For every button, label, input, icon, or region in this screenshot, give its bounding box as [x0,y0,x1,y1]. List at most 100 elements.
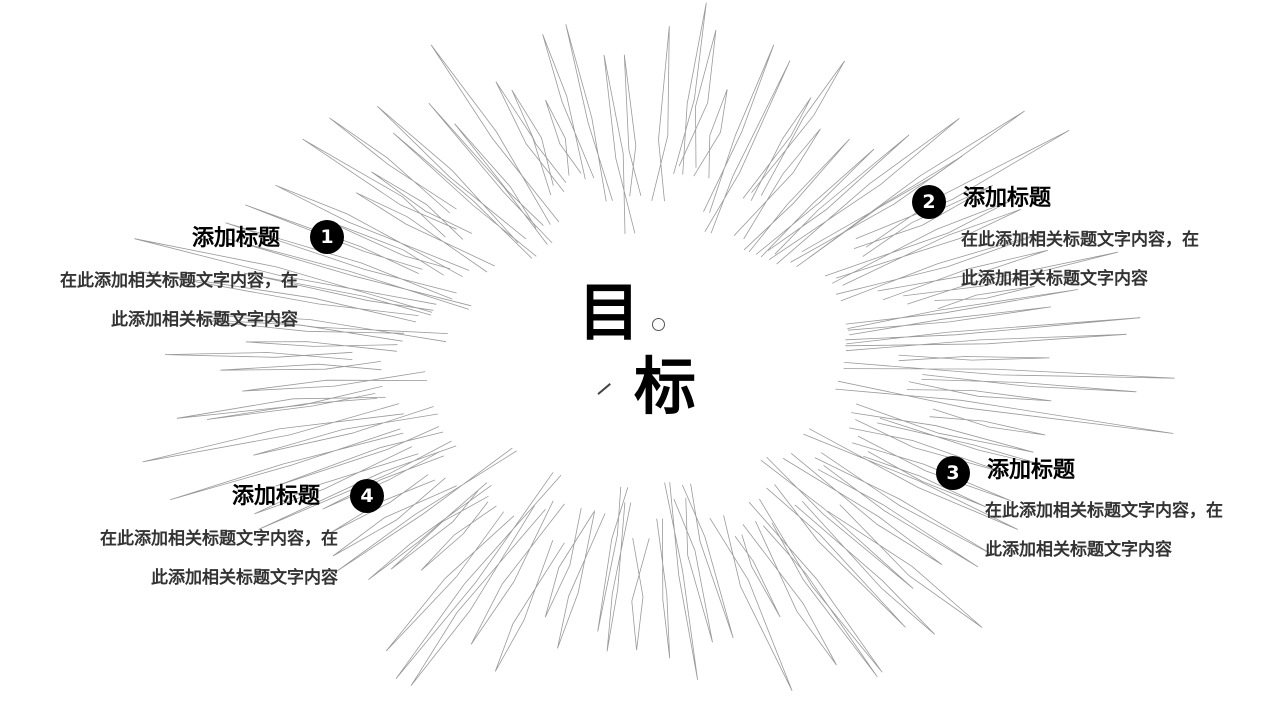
burst-spike [835,380,1174,434]
burst-spike [768,118,960,265]
burst-spike [814,452,994,556]
burst-spike [903,251,1118,305]
burst-spike [755,148,875,258]
burst-spike [511,89,567,186]
burst-spike [336,447,517,572]
burst-spike [428,102,553,245]
burst-spike [847,306,1051,336]
burst-spike [929,408,1046,436]
burst-spike [454,123,544,229]
burst-spike [801,110,1025,258]
burst-spike [565,24,613,202]
burst-spike [275,184,470,278]
burst-spike [253,406,438,456]
burst-spike [656,518,671,659]
burst-spike [545,99,582,176]
burst-spike [139,271,419,323]
burst-spike [390,490,489,570]
burst-spike [751,60,845,196]
goal-item-2-number-badge: 2 [912,185,946,219]
goal-item-2-title: 添加标题 [963,186,1052,211]
burst-spike [851,403,1034,453]
burst-spike [302,138,457,238]
burst-spike [355,192,495,273]
burst-spike [377,105,527,243]
burst-spike [606,502,632,652]
burst-spike [206,393,377,420]
burst-spike [824,199,1012,284]
burst-spike [664,482,698,680]
burst-spike [392,132,537,259]
goal-item-3-description: 在此添加相关标题文字内容，在此添加相关标题文字内容 [985,501,1223,560]
goal-item-1-number-badge: 1 [310,220,344,254]
burst-spike [330,474,436,534]
burst-spike [368,482,492,581]
burst-spike [176,385,386,419]
burst-spike [225,238,472,310]
burst-spike [794,501,936,635]
burst-spike [849,419,1005,473]
center-title-char-1: 目 [578,276,641,349]
burst-spike [845,333,1127,352]
burst-spike [371,171,473,240]
burst-spike [258,440,457,530]
burst-spike [623,54,642,197]
burst-spike [835,209,1021,286]
burst-spike [470,500,565,645]
goal-item-4-title: 添加标题 [232,484,321,509]
burst-spike [733,128,821,240]
burst-spike [678,29,717,168]
burst-spike [225,222,457,300]
burst-spike [760,456,914,589]
burst-spike [898,354,1050,362]
burst-spike [395,472,562,679]
burst-spike [851,435,1012,502]
burst-spike [142,403,404,463]
burst-spike [681,483,734,639]
center-circle-ornament [652,318,665,331]
burst-spike [275,426,444,487]
burst-spike [597,486,629,632]
burst-spike [709,515,793,691]
burst-spike [410,505,546,687]
burst-spike [208,313,448,343]
burst-spike [170,428,404,501]
burst-spike [182,318,405,342]
goal-item-4-description: 在此添加相关标题文字内容，在此添加相关标题文字内容 [100,529,338,588]
burst-spike [748,498,883,673]
burst-spike [767,134,910,255]
burst-spike [220,361,382,371]
burst-spike [329,117,457,214]
burst-spike [673,497,713,643]
burst-spike [420,501,497,571]
burst-spike [836,231,1046,302]
burst-spike [495,81,565,196]
burst-spike [332,477,457,557]
burst-spike [245,204,423,274]
goal-item-1-title: 添加标题 [192,226,281,251]
burst-spike [817,464,979,568]
burst-spike [693,89,728,179]
burst-spike [843,362,1175,379]
burst-spike [322,451,445,510]
burst-spike [603,54,636,234]
burst-spike [845,289,1078,329]
burst-spike [827,504,983,628]
goal-item-1-description: 在此添加相关标题文字内容，在此添加相关标题文字内容 [60,271,298,330]
burst-spike [544,508,596,618]
burst-spike [863,451,986,508]
burst-spike [803,428,1018,530]
goal-item-2-description: 在此添加相关标题文字内容，在此添加相关标题文字内容 [961,230,1199,289]
burst-spike [542,34,595,180]
burst-spike [325,219,451,276]
burst-spike [631,538,650,651]
center-title-char-2: 标 [634,350,697,423]
burst-spike [242,371,428,392]
burst-spike [245,341,398,352]
burst-spike [134,238,437,313]
burst-spike [742,520,837,666]
burst-spike [877,249,1048,301]
goal-item-3-title: 添加标题 [987,458,1076,483]
burst-spike [557,511,606,649]
